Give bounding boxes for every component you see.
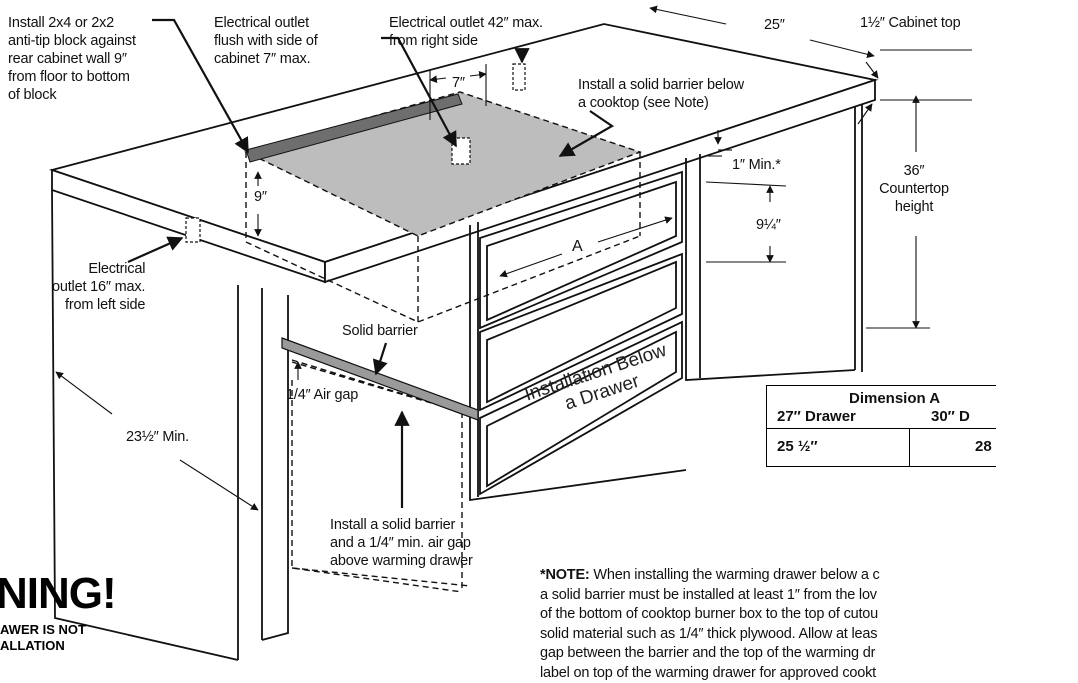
outlet-box-icon — [513, 64, 525, 90]
height-9-label: 9″ — [254, 188, 267, 206]
solid-barrier — [282, 338, 478, 420]
dimension-a-table: Dimension A 27″ Drawer 30″ D 25 ½″ 28 — [766, 385, 996, 467]
note-line-1: When installing the warming drawer below… — [590, 567, 880, 583]
table-title: Dimension A — [849, 390, 1078, 407]
table-value-27: 25 ½″ — [777, 438, 818, 455]
solid-barrier-label: Solid barrier — [342, 322, 418, 340]
installation-note: *NOTE: When installing the warming drawe… — [540, 566, 990, 683]
height-9-1-4-label: 9¼″ — [756, 216, 781, 234]
note-line-2: a solid barrier must be installed at lea… — [540, 586, 990, 606]
table-column-divider — [909, 428, 910, 466]
note-line-6: label on top of the warming drawer for a… — [540, 664, 990, 683]
outlet-box-icon — [186, 218, 200, 242]
width-7-label: 7″ — [452, 74, 465, 92]
table-value-30: 28 — [975, 438, 992, 455]
cabinet-top-label: 1½″ Cabinet top — [860, 14, 960, 32]
table-header-30: 30″ D — [931, 408, 970, 425]
warning-line-2: ALLATION — [0, 638, 65, 653]
note-line-4: solid material such as 1/4″ thick plywoo… — [540, 625, 990, 645]
note-line-5: gap between the barrier and the top of t… — [540, 644, 990, 664]
air-gap-label: 1/4″ Air gap — [286, 386, 358, 404]
min-1-label: 1″ Min.* — [732, 156, 781, 174]
note-line-3: of the bottom of cooktop burner box to t… — [540, 605, 990, 625]
warning-title: NING! — [0, 572, 116, 616]
table-divider — [767, 428, 996, 429]
dimension-a-label: A — [572, 238, 582, 256]
min-23-5-label: 23½″ Min. — [126, 428, 189, 446]
table-header-27: 27″ Drawer — [777, 408, 856, 425]
warning-line-1: AWER IS NOT — [0, 622, 86, 637]
outlet-right-label: Electrical outlet 42″ max.from right sid… — [389, 14, 543, 50]
note-bold-prefix: *NOTE: — [540, 567, 590, 583]
depth-25-label: 25″ — [764, 16, 785, 34]
cabinet-installation-diagram — [0, 0, 979, 662]
